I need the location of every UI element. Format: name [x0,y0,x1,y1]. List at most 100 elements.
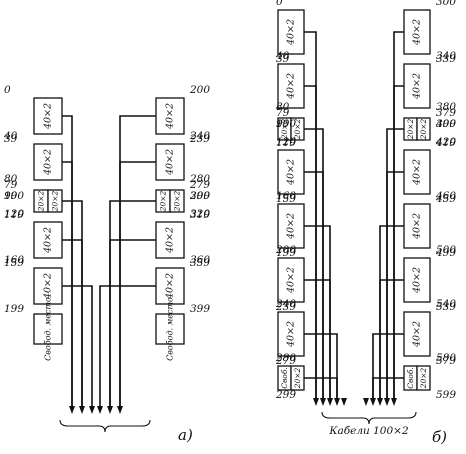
terminal-block-label: 40×2 [165,149,176,176]
wire-line [386,171,404,400]
terminal-block-label: 40×2 [286,321,297,348]
terminal-block-box [403,149,431,195]
range-end-number: 299 [275,389,296,401]
terminal-block-box [403,63,431,109]
range-start-number: 0 [276,0,283,8]
wire-line [119,115,156,408]
terminal-block-label: 40×2 [165,273,176,300]
range-end-number: 339 [436,53,456,65]
terminal-block-box [169,189,185,213]
range-end-number: 299 [189,190,210,202]
free-slot-label: Свобод. место [166,297,175,361]
range-start-number: 580 [436,352,456,364]
range-start-number: 120 [276,136,296,148]
range-start-number: 240 [275,298,296,310]
wire-line [304,333,338,400]
terminal-block-label: 20×2 [37,190,46,212]
range-start-number: 40 [275,50,290,62]
terminal-block-box [277,257,305,303]
terminal-block-label: 20×2 [173,190,182,212]
wire-line [119,161,156,408]
range-start-number: 80 [276,101,290,113]
terminal-block-box [33,143,63,181]
terminal-block-label: 40×2 [286,19,297,46]
terminal-block-label: 40×2 [412,213,423,240]
wire-line [99,285,156,408]
range-start-number: 420 [435,136,456,148]
free-slot-label: Свобод. место [44,297,53,361]
wire-line [304,128,324,400]
arrow-head-icon [117,406,123,414]
range-start-number: 400 [435,118,456,130]
terminal-block-box [277,149,305,195]
wire-line [386,128,404,400]
wire-line [393,85,404,400]
arrow-head-icon [391,398,397,406]
terminal-block-label: 40×2 [43,149,54,176]
terminal-block-label: 20×2 [280,118,289,140]
range-start-number: 100 [276,118,296,130]
wire-line [62,239,83,408]
range-start-number: 340 [436,50,456,62]
range-end-number: 279 [189,179,210,191]
range-end-number: 279 [275,355,296,367]
range-start-number: 120 [4,208,24,220]
range-end-number: 379 [436,107,456,119]
range-start-number: 540 [436,298,456,310]
diagram-caption: а) [178,426,193,444]
range-start-number: 80 [4,173,18,185]
terminal-block-box [416,365,431,391]
range-start-number: 100 [4,190,24,202]
terminal-block-label: 40×2 [412,19,423,46]
cable-group-brace [321,411,417,425]
range-end-number: 399 [436,118,456,130]
wire-line [393,31,404,400]
arrow-head-icon [363,398,369,406]
terminal-block-label: 20×2 [293,118,302,140]
arrow-head-icon [341,398,347,406]
cable-label: Кабели 100×2 [328,425,409,437]
range-end-number: 539 [436,301,456,313]
range-start-number: 200 [275,244,296,256]
arrow-head-icon [89,406,95,414]
terminal-block-label: 20×2 [419,118,428,140]
terminal-block-label: 20×2 [51,190,60,212]
terminal-block-box [155,143,185,181]
range-end-number: 419 [435,137,456,149]
terminal-block-label: 40×2 [412,159,423,186]
terminal-block-label: 20×2 [159,190,168,212]
range-start-number: 240 [189,130,210,142]
terminal-block-box [33,97,63,135]
range-end-number: 39 [276,53,290,65]
terminal-block-box [33,267,63,305]
range-start-number: 0 [4,84,11,96]
terminal-block-label: 40×2 [286,267,297,294]
range-end-number: 119 [4,209,24,221]
range-end-number: 239 [189,133,210,145]
terminal-block-box [277,203,305,249]
arrow-head-icon [370,398,376,406]
terminal-block-box [403,257,431,303]
wire-line [109,239,156,408]
wire-line [62,115,73,408]
range-end-number: 159 [276,193,296,205]
wire-line [304,377,338,400]
terminal-block-box [33,221,63,259]
terminal-block-box [416,117,431,141]
range-end-number: 119 [276,137,296,149]
terminal-block-label: 40×2 [286,159,297,186]
wire-line [109,200,156,408]
wire-line [62,285,93,408]
arrow-head-icon [320,398,326,406]
wire-line [304,31,317,400]
range-start-number: 40 [3,130,18,142]
range-end-number: 359 [190,257,210,269]
arrow-head-icon [377,398,383,406]
terminal-block-label: 20×2 [419,367,428,389]
range-start-number: 320 [190,208,210,220]
diagram-caption: б) [432,428,447,446]
cable-group-brace [59,419,151,433]
terminal-block-label: 20×2 [406,118,415,140]
range-start-number: 160 [4,254,24,266]
